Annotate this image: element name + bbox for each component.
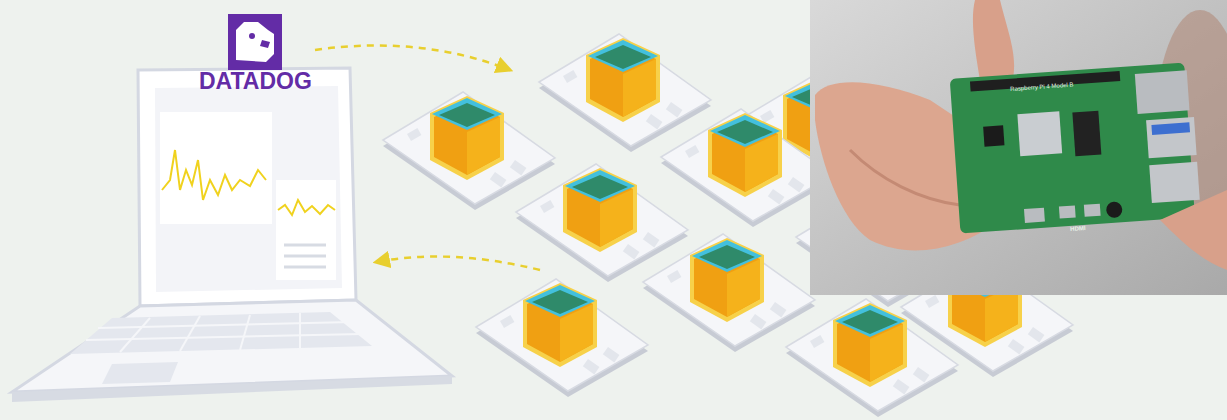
laptop (12, 68, 452, 402)
logo-text: DATADOG (199, 70, 312, 93)
port-text: HDMI (1070, 225, 1086, 232)
dashed-arrow (315, 46, 510, 71)
dashed-arrow (376, 257, 540, 270)
raspberry-pi-photo (810, 0, 1227, 295)
datadog-icon (228, 14, 282, 70)
